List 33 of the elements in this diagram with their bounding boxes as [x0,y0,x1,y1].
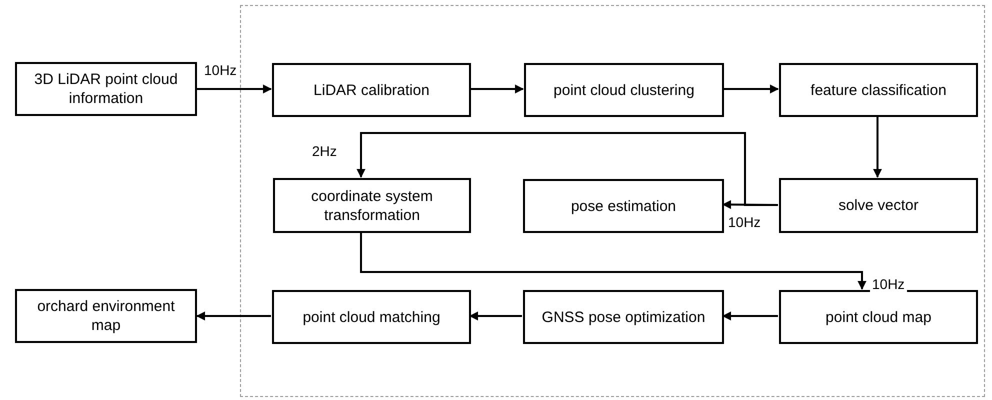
arrow [356,132,778,206]
box-label: feature classification [810,80,948,100]
process-box [779,63,978,117]
edge-label: 10Hz [870,276,907,293]
process-box [779,290,978,344]
process-box [15,289,197,343]
box-label: 3D LiDAR point cloud information [33,70,179,108]
box-label: pose estimation [570,196,678,216]
process-box [272,290,471,344]
box-label: coordinate system transformation [310,186,434,224]
box-label: LiDAR calibration [312,80,430,100]
box-label: point cloud clustering [552,80,696,100]
arrow [196,312,271,320]
arrow [197,84,272,94]
box-label: orchard environment map [36,297,176,335]
process-box [273,178,471,233]
process-box [523,179,724,233]
box-label: point cloud map [824,308,932,326]
process-box [272,63,471,117]
process-box [779,178,978,233]
process-box [15,62,197,116]
process-box [523,290,724,344]
box-label: solve vector [837,196,920,215]
process-box [524,63,724,117]
arrow [469,312,522,320]
arrow [722,312,778,320]
box-label: point cloud matching [302,308,442,326]
arrow [873,116,882,178]
dashed-group-frame [240,5,985,397]
arrow [470,84,524,94]
arrow [360,232,866,290]
arrow [723,84,779,94]
box-label: GNSS pose optimization [540,308,706,326]
